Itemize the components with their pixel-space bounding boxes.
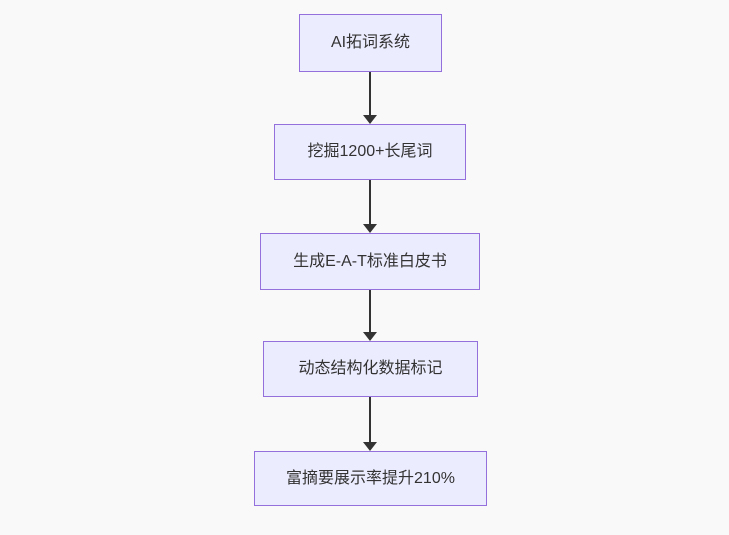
node-label-4: 动态结构化数据标记 — [298, 360, 443, 378]
flowchart-node-5: 富摘要展示率提升210% — [254, 451, 487, 506]
arrow-line — [369, 397, 371, 443]
arrow-line — [369, 72, 371, 116]
arrow-head-icon — [363, 442, 377, 451]
flowchart-node-1: AI拓词系统 — [299, 14, 442, 72]
arrow-head-icon — [363, 224, 377, 233]
flowchart-arrow-2 — [363, 180, 377, 233]
node-label-2: 挖掘1200+长尾词 — [307, 143, 433, 161]
node-label-1: AI拓词系统 — [330, 34, 411, 52]
arrow-head-icon — [363, 115, 377, 124]
arrow-line — [369, 290, 371, 333]
node-label-3: 生成E-A-T标准白皮书 — [293, 252, 447, 270]
flowchart-node-2: 挖掘1200+长尾词 — [274, 124, 466, 180]
node-label-5: 富摘要展示率提升210% — [286, 469, 455, 487]
flowchart-arrow-3 — [363, 290, 377, 341]
flowchart-arrow-1 — [363, 72, 377, 124]
arrow-head-icon — [363, 332, 377, 341]
flowchart-arrow-4 — [363, 397, 377, 451]
flowchart-node-4: 动态结构化数据标记 — [263, 341, 478, 397]
arrow-line — [369, 180, 371, 225]
flowchart-node-3: 生成E-A-T标准白皮书 — [260, 233, 480, 290]
